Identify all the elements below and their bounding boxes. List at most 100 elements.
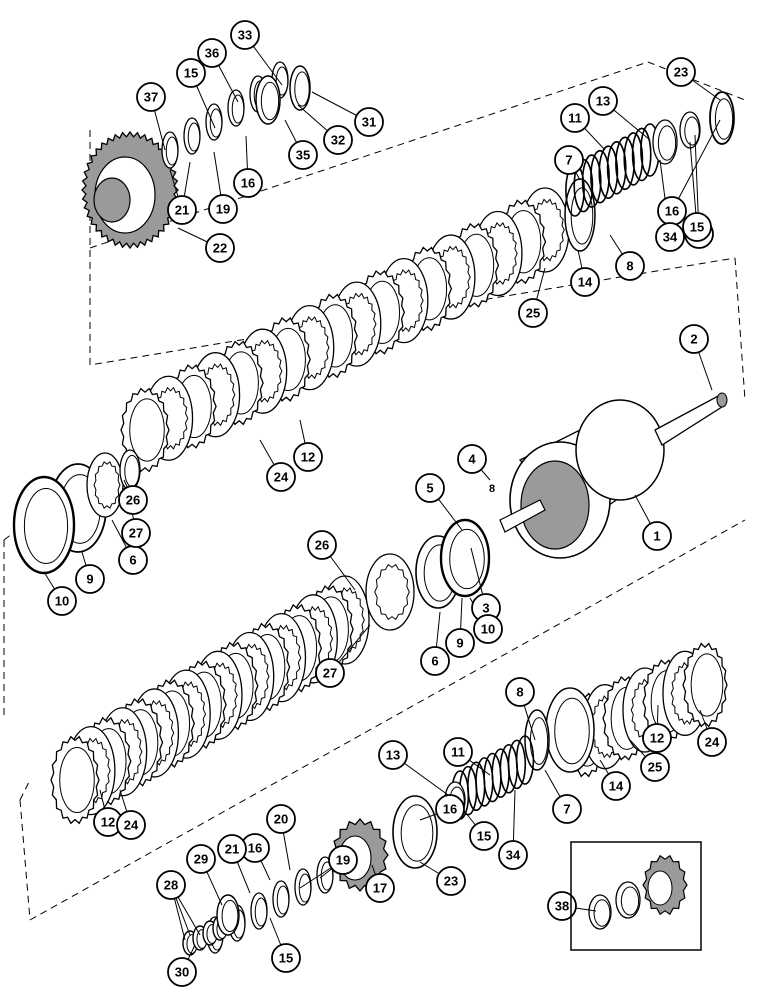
callout-label: 9 <box>86 572 93 587</box>
callout-label: 10 <box>481 622 495 637</box>
callout-label: 2 <box>690 332 697 347</box>
callout-4: 4 <box>457 444 487 474</box>
callout-label: 30 <box>175 965 189 980</box>
callout-21: 21 <box>167 195 197 225</box>
callout-16: 16 <box>233 168 263 198</box>
callout-label: 19 <box>336 853 350 868</box>
callout-16: 16 <box>657 196 687 226</box>
bearing-ring <box>161 131 179 169</box>
callout-label: 25 <box>648 760 662 775</box>
callout-label: 13 <box>386 748 400 763</box>
callout-label: 14 <box>609 779 624 794</box>
inset-bearing <box>615 881 641 919</box>
callout-27: 27 <box>121 518 151 548</box>
callout-10: 10 <box>47 586 77 616</box>
callout-label: 17 <box>373 881 387 896</box>
snap-ring-end <box>392 795 438 869</box>
callout-24: 24 <box>116 810 146 840</box>
callout-label: 15 <box>279 951 293 966</box>
callout-26: 26 <box>118 485 148 515</box>
callout-label: 7 <box>565 153 572 168</box>
inset-frame <box>570 841 702 951</box>
callout-label: 16 <box>241 176 255 191</box>
snap-ring-end <box>709 91 735 145</box>
callout-26: 26 <box>307 530 337 560</box>
callout-label: 34 <box>663 230 678 245</box>
callout-14: 14 <box>601 771 631 801</box>
callout-12: 12 <box>642 723 672 753</box>
callout-label: 33 <box>238 28 252 43</box>
callout-8: 8 <box>615 251 645 281</box>
callout-21: 21 <box>217 834 247 864</box>
callout-13: 13 <box>588 86 618 116</box>
callout-2: 2 <box>679 324 709 354</box>
callout-6: 6 <box>118 545 148 575</box>
callout-label: 5 <box>426 481 433 496</box>
callout-20: 20 <box>266 804 296 834</box>
callout-12: 12 <box>293 442 323 472</box>
callout-10: 10 <box>473 614 503 644</box>
callout-24: 24 <box>266 462 296 492</box>
callout-label: 11 <box>451 745 465 760</box>
bearing-ring <box>272 880 290 918</box>
callout-label: 8 <box>516 685 523 700</box>
callout-label: 12 <box>301 450 315 465</box>
clutch-disc-inner <box>682 642 728 728</box>
callout-label: 7 <box>563 802 570 817</box>
callout-label: 4 <box>468 452 476 467</box>
inset-gear <box>642 854 688 916</box>
callout-label: 12 <box>101 815 115 830</box>
callout-label: 32 <box>331 133 345 148</box>
seal-ring <box>12 475 76 575</box>
callout-15: 15 <box>469 821 499 851</box>
bearing-ring <box>250 892 268 930</box>
callout-35: 35 <box>288 140 318 170</box>
callout-25: 25 <box>518 298 548 328</box>
snap-ring <box>564 178 596 252</box>
callout-25: 25 <box>640 752 670 782</box>
callout-9: 9 <box>75 564 105 594</box>
inset-race <box>588 894 612 930</box>
callout-13: 13 <box>378 740 408 770</box>
callout-label: 36 <box>205 46 219 61</box>
callout-label: 21 <box>175 203 189 218</box>
callout-label: 10 <box>55 594 69 609</box>
callout-label: 23 <box>444 874 458 889</box>
callout-label: 6 <box>129 553 136 568</box>
callout-7: 7 <box>554 145 584 175</box>
dashed-guide <box>19 799 31 921</box>
callout-label: 24 <box>705 735 720 750</box>
callout-label: 24 <box>124 818 139 833</box>
callout-label: 15 <box>477 829 491 844</box>
callout-37: 37 <box>136 82 166 112</box>
retaining-ring <box>289 65 311 111</box>
piston <box>86 452 124 518</box>
callout-11: 11 <box>443 737 473 767</box>
bearing-ring <box>227 89 245 127</box>
callout-label: 12 <box>650 731 664 746</box>
callout-label: 9 <box>456 636 463 651</box>
callout-label: 19 <box>216 202 230 217</box>
callout-label: 8 <box>626 259 633 274</box>
bearing-ring <box>205 103 223 141</box>
callout-label: 14 <box>578 275 593 290</box>
callout-7: 7 <box>552 794 582 824</box>
clutch-drum-shaft <box>467 392 728 559</box>
dashed-guide <box>19 779 31 801</box>
leader-line <box>671 119 721 212</box>
callout-label: 3 <box>482 601 489 616</box>
dashed-guide <box>734 257 746 401</box>
piston-ring <box>524 709 550 771</box>
callout-31: 31 <box>354 107 384 137</box>
dashed-guide <box>29 519 746 921</box>
output-gear <box>81 130 179 250</box>
callout-15: 15 <box>682 212 712 242</box>
callout-36: 36 <box>197 38 227 68</box>
callout-label: 29 <box>194 852 208 867</box>
callout-23: 23 <box>666 57 696 87</box>
callout-16: 16 <box>435 794 465 824</box>
bearing-ring <box>183 117 201 155</box>
callout-label: 15 <box>690 220 704 235</box>
spring-seat <box>652 119 678 165</box>
